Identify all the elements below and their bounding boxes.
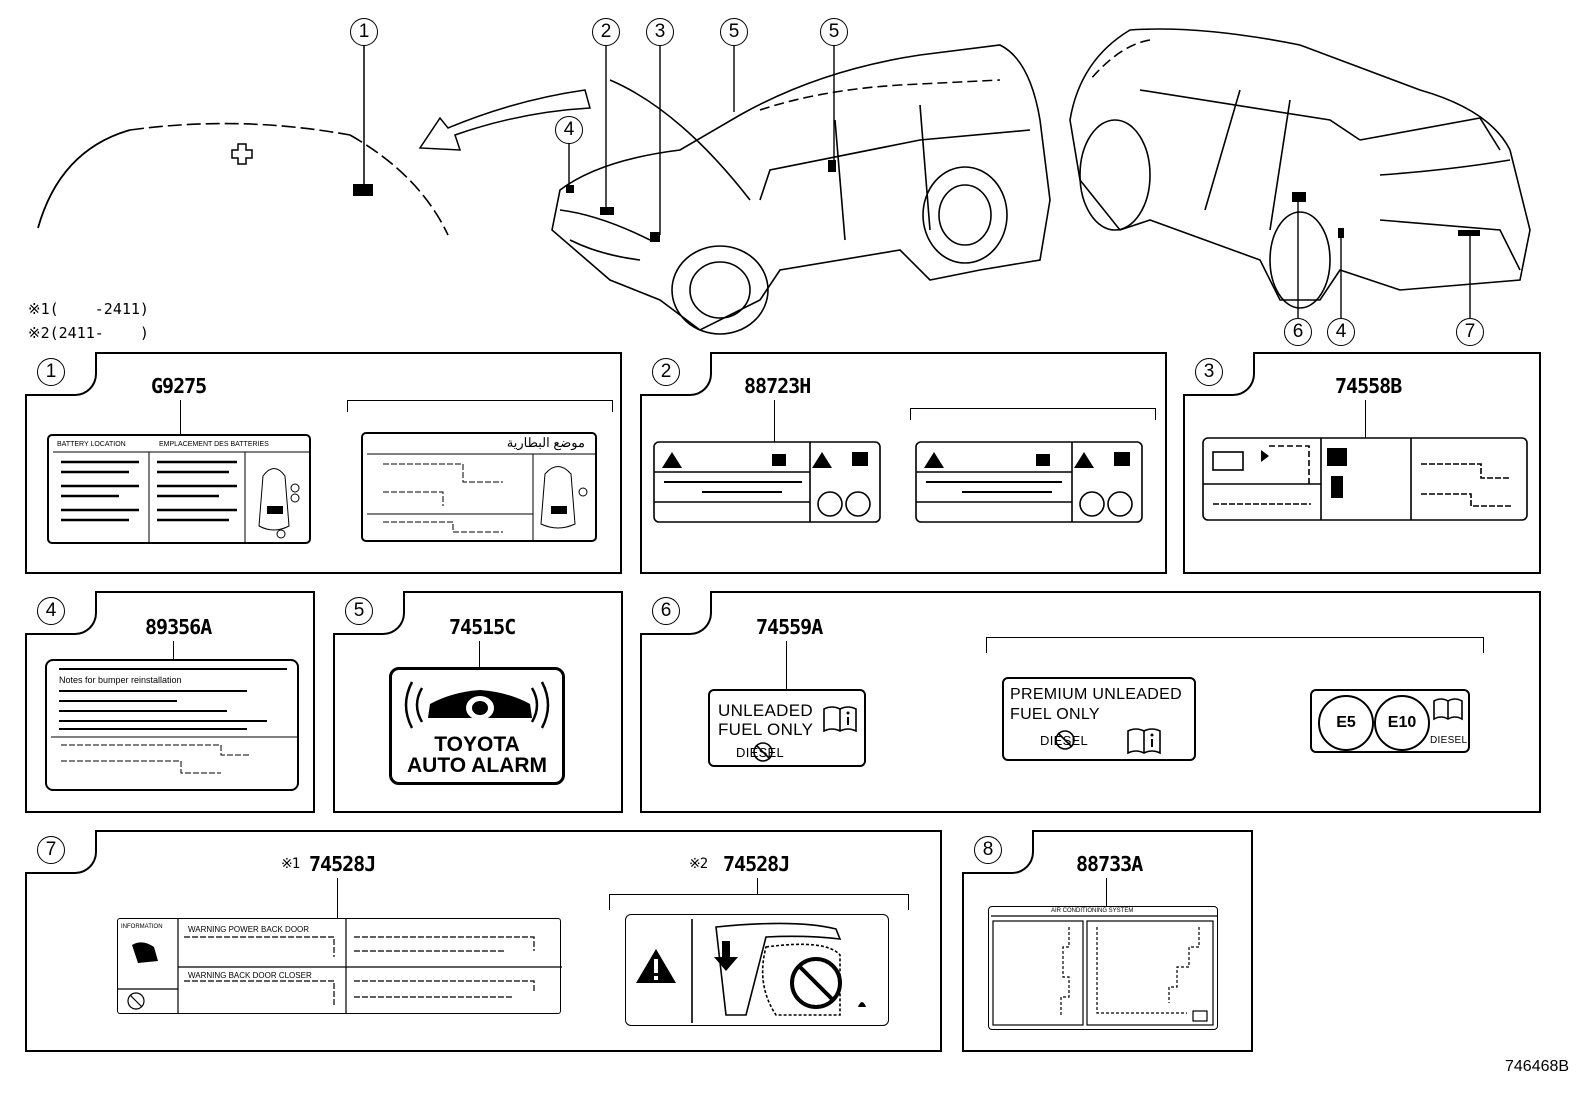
panel-7-number: 7 xyxy=(37,836,65,864)
alarm-text-toyota: TOYOTA xyxy=(434,733,520,756)
note-1: ※1( -2411) xyxy=(28,300,149,318)
panel-5: 5 74515C TOYOTA AUTO ALARM xyxy=(333,591,623,813)
callout-4a: 4 xyxy=(555,116,583,144)
no-diesel-icon xyxy=(1055,730,1075,750)
part-number-74528j-b: 74528J xyxy=(723,852,790,876)
back-door-warning-lines xyxy=(118,919,562,1013)
battery-location-fr-heading: EMPLACEMENT DES BATTERIES xyxy=(159,441,269,448)
panel-7: 7 ※1 74528J ※2 74528J INFORMATION WARNIN… xyxy=(25,830,942,1052)
fuel-text-premium-diesel: DIESEL xyxy=(1040,733,1089,748)
battery-location-arabic-label: موضع البطارية xyxy=(361,432,597,542)
callout-5a: 5 xyxy=(720,18,748,46)
bumper-notes-lines xyxy=(51,668,297,774)
panel-1-number: 1 xyxy=(37,358,65,386)
part-mark-b: ※2 xyxy=(689,856,708,872)
air-conditioning-lines xyxy=(991,915,1217,1026)
callout-7: 7 xyxy=(1456,318,1484,346)
panel-5-number: 5 xyxy=(345,597,373,625)
part-number-88723h: 88723H xyxy=(744,374,811,398)
bumper-reinstallation-label: Notes for bumper reinstallation xyxy=(45,659,299,791)
alarm-text-auto-alarm: AUTO ALARM xyxy=(407,754,547,777)
book-icon xyxy=(1433,698,1463,721)
battery-location-arabic-lines xyxy=(367,453,595,540)
figure-number: 746468B xyxy=(1505,1058,1570,1075)
fuel-text-premium-unleaded: PREMIUM UNLEADED xyxy=(1010,686,1182,703)
callout-4b: 4 xyxy=(1327,318,1355,346)
part-mark-a: ※1 xyxy=(281,856,300,872)
fuel-label-ethanol: E5 E10 DIESEL xyxy=(1310,689,1470,753)
panel-2-number: 2 xyxy=(652,358,680,386)
battery-location-label: BATTERY LOCATION EMPLACEMENT DES BATTERI… xyxy=(47,434,311,544)
windshield-detail-drawing xyxy=(37,28,1531,335)
fuel-text-premium-fuel-only: FUEL ONLY xyxy=(1010,706,1100,723)
e5-ring: E5 xyxy=(1318,695,1374,751)
back-door-info-text: INFORMATION xyxy=(121,924,163,930)
callout-1: 1 xyxy=(350,18,378,46)
book-icon xyxy=(1127,728,1161,755)
panel-2: 2 88723H xyxy=(640,352,1167,574)
fuel-text-ethanol-diesel: DIESEL xyxy=(1430,735,1468,746)
e10-ring: E10 xyxy=(1374,695,1430,751)
part-number-74558b: 74558B xyxy=(1335,374,1402,398)
panel-8-number: 8 xyxy=(974,836,1002,864)
fuel-label-premium: PREMIUM UNLEADED FUEL ONLY DIESEL xyxy=(1002,677,1196,761)
auto-alarm-sticker: TOYOTA AUTO ALARM xyxy=(389,667,565,785)
callout-3: 3 xyxy=(646,18,674,46)
note-2: ※2(2411- ) xyxy=(28,324,149,342)
panel-3: 3 74558B xyxy=(1183,352,1541,574)
fuel-text-fuel-only: FUEL ONLY xyxy=(718,720,814,739)
panel-4: 4 89356A Notes for bumper reinstallation xyxy=(25,591,315,813)
fuse-label xyxy=(1202,437,1528,521)
panel-6: 6 74559A UNLEADED FUEL ONLY DIESEL PREMI… xyxy=(640,591,1541,813)
alarm-car-icon xyxy=(404,681,550,729)
part-number-88733a: 88733A xyxy=(1076,852,1143,876)
book-icon xyxy=(823,706,857,733)
battery-location-lines xyxy=(53,451,309,542)
back-door-warning-2: WARNING BACK DOOR CLOSER xyxy=(188,971,312,980)
back-door-warning-label: INFORMATION WARNING POWER BACK DOOR WARN… xyxy=(117,918,562,1014)
air-conditioning-heading: AIR CONDITIONING SYSTEM xyxy=(1051,908,1134,914)
battery-location-heading: BATTERY LOCATION xyxy=(57,441,126,448)
part-number-89356a: 89356A xyxy=(145,615,212,639)
battery-warning-labels xyxy=(653,441,1143,523)
back-door-pictogram xyxy=(636,919,866,1023)
panel-6-number: 6 xyxy=(652,597,680,625)
no-diesel-icon xyxy=(753,742,773,762)
panel-8: 8 88733A AIR CONDITIONING SYSTEM xyxy=(962,830,1253,1052)
part-number-74559a: 74559A xyxy=(756,615,823,639)
part-number-74515c: 74515C xyxy=(449,615,516,639)
air-conditioning-label: AIR CONDITIONING SYSTEM xyxy=(988,906,1218,1030)
part-number-g9275: G9275 xyxy=(151,374,207,398)
part-number-74528j-a: 74528J xyxy=(309,852,376,876)
panel-3-number: 3 xyxy=(1195,358,1223,386)
callout-2: 2 xyxy=(592,18,620,46)
panel-4-number: 4 xyxy=(37,597,65,625)
panel-1: 1 G9275 BATTERY LOCATION EMPLACEMENT DES… xyxy=(25,352,622,574)
fuel-text-unleaded: UNLEADED xyxy=(718,701,813,720)
fuel-label-unleaded: UNLEADED FUEL ONLY DIESEL xyxy=(708,689,866,767)
bumper-notes-text: Notes for bumper reinstallation xyxy=(59,675,182,685)
callout-5b: 5 xyxy=(820,18,848,46)
callout-6: 6 xyxy=(1284,318,1312,346)
back-door-pictogram-label xyxy=(625,914,889,1026)
back-door-warning-1: WARNING POWER BACK DOOR xyxy=(188,925,310,934)
battery-location-arabic-heading: موضع البطارية xyxy=(506,435,585,450)
